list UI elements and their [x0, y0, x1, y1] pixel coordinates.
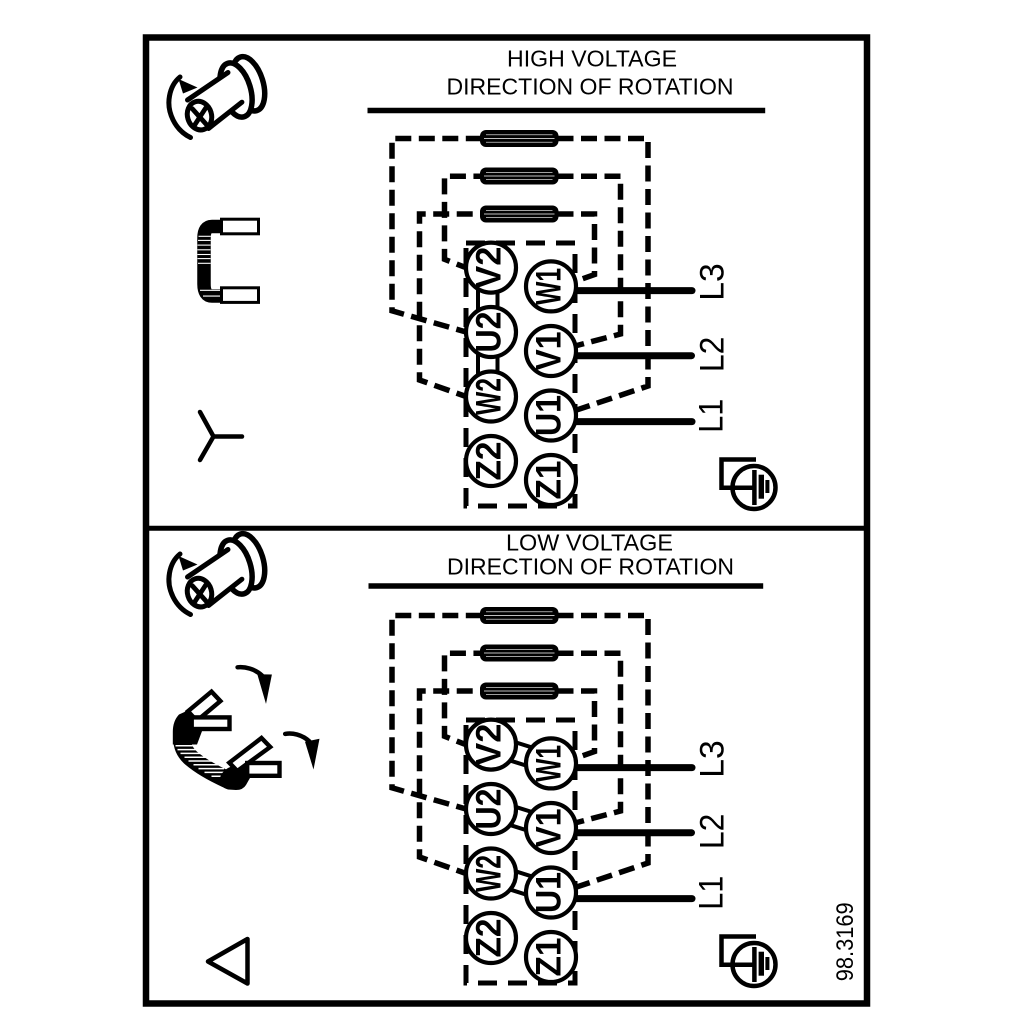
- svg-text:Z1: Z1: [530, 461, 569, 500]
- svg-text:U1: U1: [530, 872, 569, 913]
- svg-text:W1: W1: [530, 745, 569, 782]
- svg-text:U1: U1: [530, 395, 569, 436]
- svg-text:U2: U2: [470, 312, 509, 353]
- svg-text:DIRECTION OF ROTATION: DIRECTION OF ROTATION: [447, 553, 734, 579]
- svg-text:V2: V2: [470, 724, 509, 766]
- svg-text:Z2: Z2: [470, 442, 509, 481]
- svg-text:W2: W2: [470, 378, 509, 415]
- svg-text:Z2: Z2: [470, 919, 509, 958]
- svg-text:U2: U2: [470, 789, 509, 830]
- svg-text:DIRECTION OF ROTATION: DIRECTION OF ROTATION: [447, 74, 734, 100]
- svg-text:HIGH VOLTAGE: HIGH VOLTAGE: [507, 46, 677, 72]
- svg-text:Z1: Z1: [530, 938, 569, 977]
- svg-text:V2: V2: [470, 247, 509, 289]
- svg-text:V1: V1: [530, 332, 569, 371]
- svg-text:98.3169: 98.3169: [832, 902, 859, 981]
- svg-text:V1: V1: [530, 809, 569, 848]
- svg-text:LOW VOLTAGE: LOW VOLTAGE: [506, 529, 673, 555]
- svg-text:W1: W1: [530, 268, 569, 305]
- svg-text:W2: W2: [470, 855, 509, 892]
